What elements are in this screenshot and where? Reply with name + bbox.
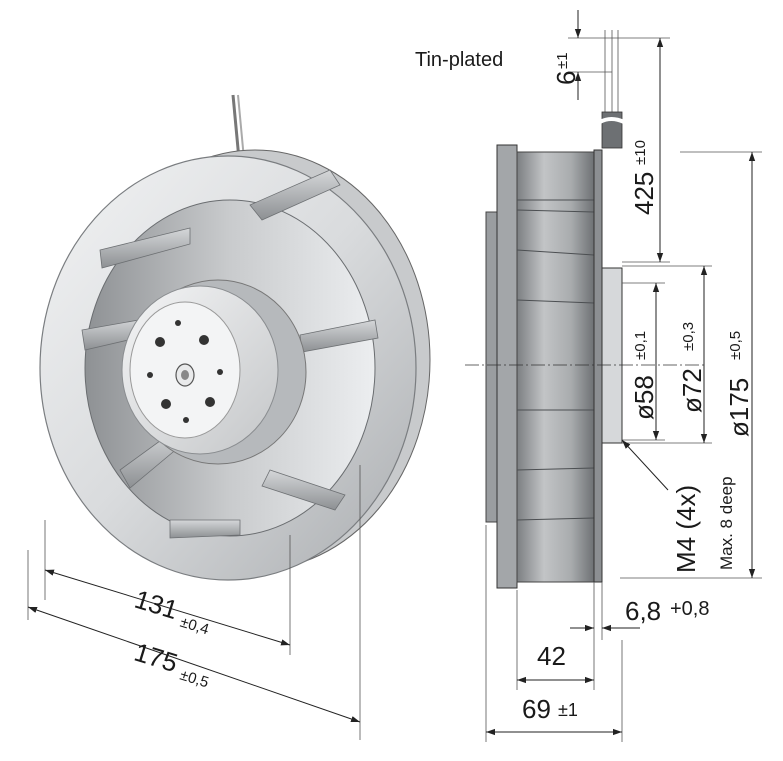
dim-175-side-value: ø175 [724,378,754,437]
dim-69-tolerance: ±1 [558,700,578,720]
mounting-hole [205,397,215,407]
hub-holes [147,320,223,423]
impeller-side [516,151,595,583]
max-depth-label: Max. 8 deep [717,476,736,570]
m4-label: M4 (4x) [671,485,701,573]
motor-side [601,267,623,444]
dim-6-tolerance: ±1 [554,52,571,69]
blade [249,169,341,221]
dim-175-front-tolerance: ±0,5 [178,667,211,692]
dim-58-value: ø58 [629,375,659,420]
mounting-hole [199,335,209,345]
dim-425-value: 425 [629,172,659,215]
dim-131-tolerance: ±0,4 [178,614,211,639]
mounting-hole [155,337,165,347]
dim-58-tolerance: ±0,1 [632,331,649,360]
right-dimensions: Tin-plated 6 ±1 425 ±10 ø58 ±0,1 ø [415,10,762,742]
dim-69-value: 69 [522,694,551,724]
tin-plated-label: Tin-plated [415,49,503,71]
fan-perspective-view [39,94,431,581]
dim-42-value: 42 [537,641,566,671]
blade [169,519,241,539]
mounting-hole [161,399,171,409]
dim-131-value: 131 [131,584,181,625]
front-ring-side [496,144,518,589]
dim-72-tolerance: ±0,3 [680,322,697,351]
rear-disc [593,149,603,583]
small-hole [183,417,189,423]
blade [99,227,191,269]
dim-6-8-tolerance: +0,8 [670,598,709,620]
back-plate-side [485,211,499,523]
shaft [181,370,189,380]
small-hole [175,320,181,326]
dim-425-tolerance: ±10 [632,140,649,165]
fan-side-view [465,30,705,589]
dim-line-175-front [27,606,361,723]
dim-72-value: ø72 [677,368,707,413]
blade [261,469,346,511]
dim-175-side-tolerance: ±0,5 [727,331,744,360]
small-hole [147,372,153,378]
dim-175-front-value: 175 [131,637,181,678]
dim-6-value: 6 [551,71,581,85]
small-hole [217,369,223,375]
dim-6-8-value: 6,8 [625,596,661,626]
blade-edges [516,199,595,521]
m4-leader [621,439,669,491]
